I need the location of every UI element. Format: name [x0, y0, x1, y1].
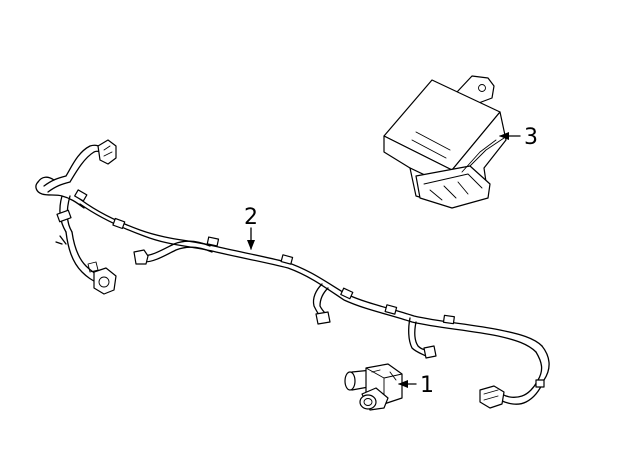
callout-3-label: 3 [524, 125, 538, 150]
callout-2-label: 2 [244, 205, 258, 230]
sensor-part [344, 363, 403, 411]
module-part [383, 75, 507, 209]
callout-1-label: 1 [420, 373, 434, 398]
callout-2: 2 [244, 205, 258, 250]
callout-3: 3 [499, 125, 538, 150]
harness-part [35, 139, 550, 409]
callout-1: 1 [398, 373, 434, 398]
